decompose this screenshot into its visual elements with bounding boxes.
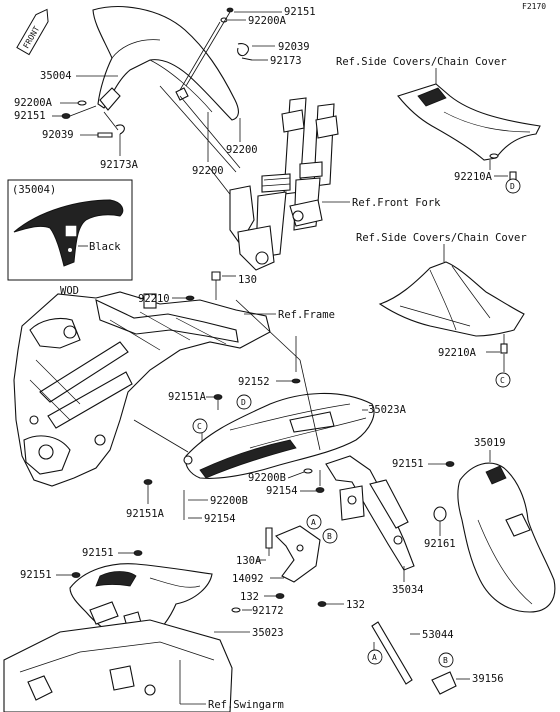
label-92151-low: 92151: [82, 547, 114, 559]
label-35004: 35004: [40, 70, 72, 82]
label-35034: 35034: [392, 584, 424, 596]
label-92151-mid: 92151: [392, 458, 424, 470]
inset-color-note: Black: [89, 241, 121, 253]
label-130: 130: [238, 274, 257, 286]
label-92200-a: 92200: [192, 165, 224, 177]
label-92173: 92173: [270, 55, 302, 67]
ref-front-fork: Ref.Front Fork: [352, 197, 441, 209]
label-92039-top: 92039: [278, 41, 310, 53]
side-cover-top: [397, 83, 541, 161]
inset-box-35004-variant: (35004) Black: [7, 179, 133, 281]
rear-bracket-35034: [325, 455, 415, 571]
front-direction-badge: FRONT: [16, 8, 49, 56]
label-132-b: 132: [346, 599, 365, 611]
label-35019: 35019: [474, 437, 506, 449]
callout-d-top: [505, 178, 521, 194]
ref-swingarm: Ref.Swingarm: [208, 699, 284, 711]
main-frame: [13, 291, 271, 487]
label-92154-b: 92154: [204, 513, 236, 525]
label-92172: 92172: [252, 605, 284, 617]
callout-d-mid: [236, 394, 252, 410]
label-35023: 35023: [252, 627, 284, 639]
callout-d-mid-letter: D: [241, 398, 246, 407]
label-92210: 92210: [138, 293, 170, 305]
label-92200B-a: 92200B: [248, 472, 286, 484]
label-92151-top: 92151: [284, 6, 316, 18]
rear-seat-cowl-35023A: [183, 392, 375, 479]
label-14092: 14092: [232, 573, 264, 585]
label-92200A-top: 92200A: [248, 15, 287, 27]
clip-39156: [431, 671, 457, 695]
label-92200A-left: 92200A: [14, 97, 53, 109]
side-cowl-35023: [69, 563, 213, 645]
callout-c-mid: [192, 418, 208, 434]
label-53044: 53044: [422, 629, 454, 641]
label-92200-b: 92200: [226, 144, 258, 156]
label-39156: 39156: [472, 673, 504, 685]
front-fork: [229, 97, 339, 271]
callout-d-top-letter: D: [510, 182, 515, 191]
rear-fender-35019: [457, 462, 556, 613]
label-92210A-top: 92210A: [454, 171, 493, 183]
label-130A: 130A: [236, 555, 262, 567]
rod-53044: [371, 621, 413, 685]
label-92151A-b: 92151A: [126, 508, 165, 520]
callout-c-right: [495, 372, 511, 388]
inset-part-number: (35004): [12, 184, 56, 196]
label-92200B-b: 92200B: [210, 495, 248, 507]
ref-side-covers-mid: Ref.Side Covers/Chain Cover: [356, 232, 527, 244]
callout-b-mid: [322, 528, 338, 544]
label-92151-left: 92151: [14, 110, 46, 122]
label-92151-low2: 92151: [20, 569, 52, 581]
callout-b-low-letter: B: [443, 656, 448, 665]
swingarm: [3, 619, 233, 712]
label-92151A-a: 92151A: [168, 391, 207, 403]
callout-c-mid-letter: C: [197, 422, 202, 431]
callout-a-low: [367, 649, 383, 665]
ref-side-covers-top: Ref.Side Covers/Chain Cover: [336, 56, 507, 68]
label-35023A: 35023A: [368, 404, 407, 416]
callout-a-mid: [306, 514, 322, 530]
label-92210A-mid: 92210A: [438, 347, 477, 359]
label-92152: 92152: [238, 376, 270, 388]
label-132-a: 132: [240, 591, 259, 603]
callout-b-low: [438, 652, 454, 668]
front-fender-35004: [92, 6, 239, 121]
label-92039-left: 92039: [42, 129, 74, 141]
side-cover-mid: [378, 261, 525, 337]
callout-a-mid-letter: A: [311, 518, 316, 527]
label-92154-a: 92154: [266, 485, 298, 497]
bracket-14092: [275, 525, 321, 583]
fender-hardware-top: [179, 7, 282, 91]
inset-variant-label: WOD: [60, 285, 79, 297]
label-92173A: 92173A: [100, 159, 139, 171]
callout-c-right-letter: C: [500, 376, 505, 385]
callout-a-low-letter: A: [372, 653, 377, 662]
figure-code: F2170: [522, 2, 546, 11]
callout-b-mid-letter: B: [327, 532, 332, 541]
label-92161: 92161: [424, 538, 456, 550]
ref-frame: Ref.Frame: [278, 309, 335, 321]
